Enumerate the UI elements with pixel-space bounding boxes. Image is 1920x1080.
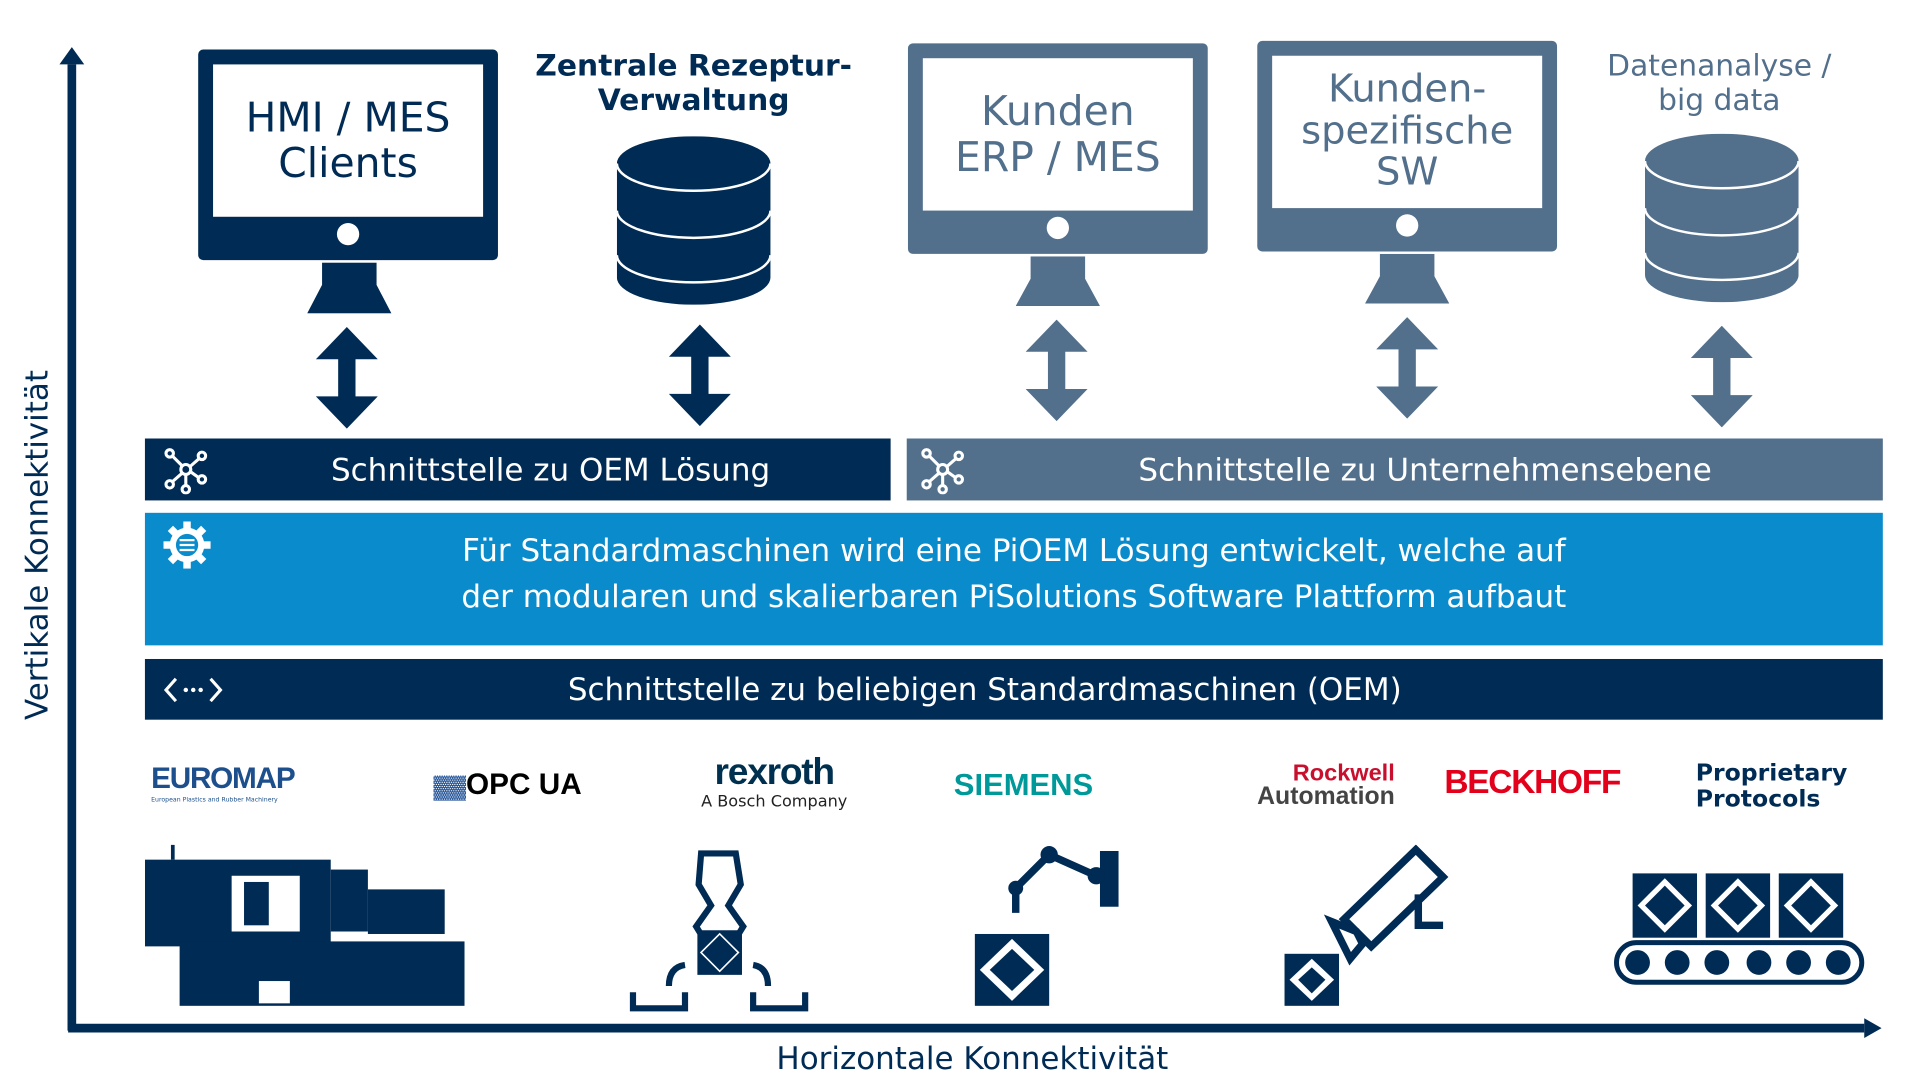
platform-line-1: Für Standardmaschinen wird eine PiOEM Lö… <box>462 532 1566 569</box>
double-arrow-icon <box>315 327 378 429</box>
gear-settings-icon <box>163 521 211 569</box>
monitor-dot <box>1046 216 1069 240</box>
monitor-stand <box>1015 256 1100 306</box>
platform-band: Für Standardmaschinen wird eine PiOEM Lö… <box>144 512 1883 646</box>
recipe-db-label: Zentrale Rezeptur- Verwaltung <box>535 48 853 118</box>
euromap-logo: EUROMAP European Plastics and Rubber Mac… <box>151 761 296 804</box>
platform-description: Für Standardmaschinen wird eine PiOEM Lö… <box>145 528 1883 620</box>
network-icon <box>921 448 965 495</box>
enterprise-interface-label: Schnittstelle zu Unternehmensebene <box>1138 451 1712 488</box>
big-data-label: Datenanalyse / big data <box>1607 48 1832 118</box>
monitor-erp-mes-label: Kunden ERP / MES <box>922 58 1193 211</box>
rockwell-logo: Rockwell Automation <box>1257 760 1395 811</box>
monitor-hmi-mes-label: HMI / MES Clients <box>213 64 484 217</box>
monitor-erp-mes: Kunden ERP / MES <box>907 43 1208 254</box>
scanner-camera-icon <box>1284 844 1449 1006</box>
gripper-robot-icon <box>629 850 809 1012</box>
monitor-stand <box>307 262 392 314</box>
machines-interface-bar: Schnittstelle zu beliebigen Standardmasc… <box>144 658 1883 720</box>
monitor-hmi-mes: HMI / MES Clients <box>198 49 498 261</box>
siemens-logo: SIEMENS <box>953 767 1094 803</box>
horizontal-axis-label: Horizontale Konnektivität <box>776 1040 1169 1077</box>
database-icon <box>1644 133 1799 303</box>
monitor-custom-sw: Kunden- spezifische SW <box>1257 40 1558 252</box>
monitor-dot <box>336 222 360 246</box>
monitor-stand <box>1365 253 1450 304</box>
monitor-dot <box>1396 214 1419 237</box>
double-arrow-icon <box>668 324 731 427</box>
rexroth-logo: rexroth A Bosch Company <box>701 751 848 812</box>
opcua-logo: ▓▓OPC UA <box>433 767 582 802</box>
oem-interface-label: Schnittstelle zu OEM Lösung <box>331 451 771 488</box>
beckhoff-logo: BECKHOFF <box>1444 763 1621 801</box>
vertical-axis-label: Vertikale Konnektivität <box>19 369 56 721</box>
conveyor-belt-icon <box>1614 873 1865 985</box>
double-arrow-icon <box>1025 319 1088 422</box>
oem-interface-bar: Schnittstelle zu OEM Lösung <box>144 438 891 501</box>
enterprise-interface-bar: Schnittstelle zu Unternehmensebene <box>906 438 1883 501</box>
monitor-custom-sw-label: Kunden- spezifische SW <box>1272 55 1543 209</box>
double-arrow-icon <box>1376 317 1439 419</box>
database-icon <box>616 136 771 305</box>
proprietary-protocols-label: Proprietary Protocols <box>1695 759 1848 813</box>
x-axis-arrowhead <box>1864 1018 1882 1039</box>
machines-interface-label: Schnittstelle zu beliebigen Standardmasc… <box>567 671 1402 708</box>
y-axis-arrowhead <box>59 47 85 65</box>
code-brackets-icon <box>163 677 223 702</box>
robot-arm-icon <box>974 846 1119 1006</box>
platform-line-2: der modularen und skalierbaren PiSolutio… <box>461 578 1567 615</box>
network-icon <box>164 448 208 495</box>
double-arrow-icon <box>1690 325 1753 428</box>
injection-molding-machine-icon <box>144 844 465 1006</box>
